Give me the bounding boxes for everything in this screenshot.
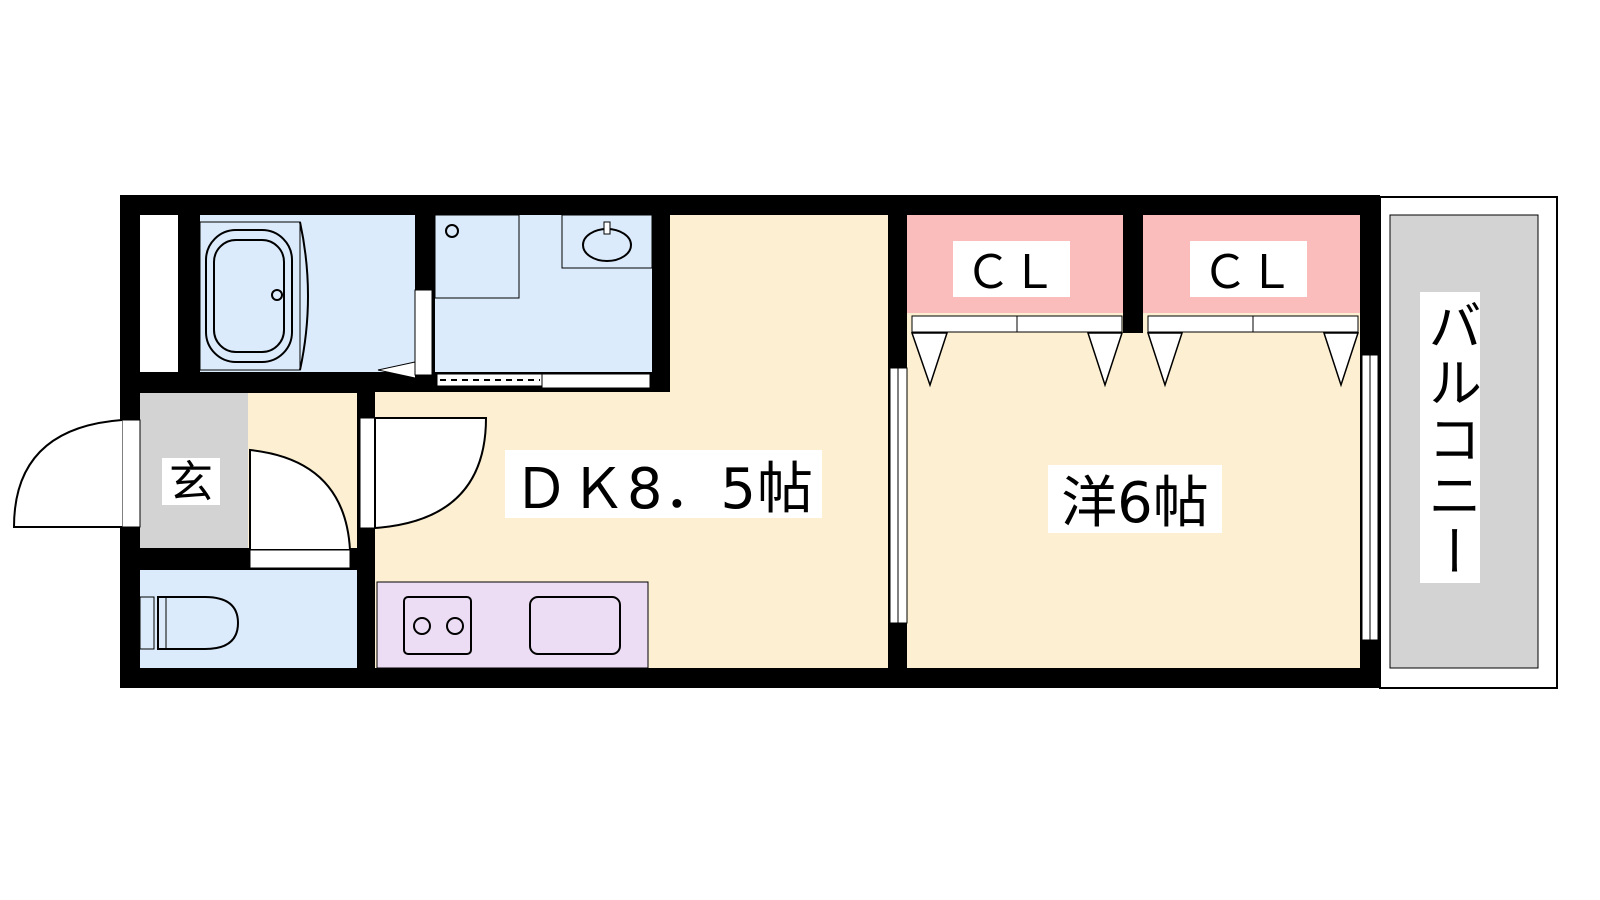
entrance [12,393,357,569]
washroom [434,214,653,389]
toilet [139,570,357,668]
closet-1-label: ＣＬ [965,245,1057,299]
dk-door[interactable] [359,417,488,530]
bathroom [199,215,433,379]
closet-2-label: ＣＬ [1202,245,1294,299]
storage [140,215,178,372]
entrance-label: 玄 [169,457,213,508]
dining-kitchen [375,215,888,669]
dk-label: ＤＫ8．5帖 [513,457,813,522]
balcony-label: バルコニー [1419,298,1482,578]
western-room-label: 洋6帖 [1061,471,1209,536]
balcony [1379,196,1558,689]
